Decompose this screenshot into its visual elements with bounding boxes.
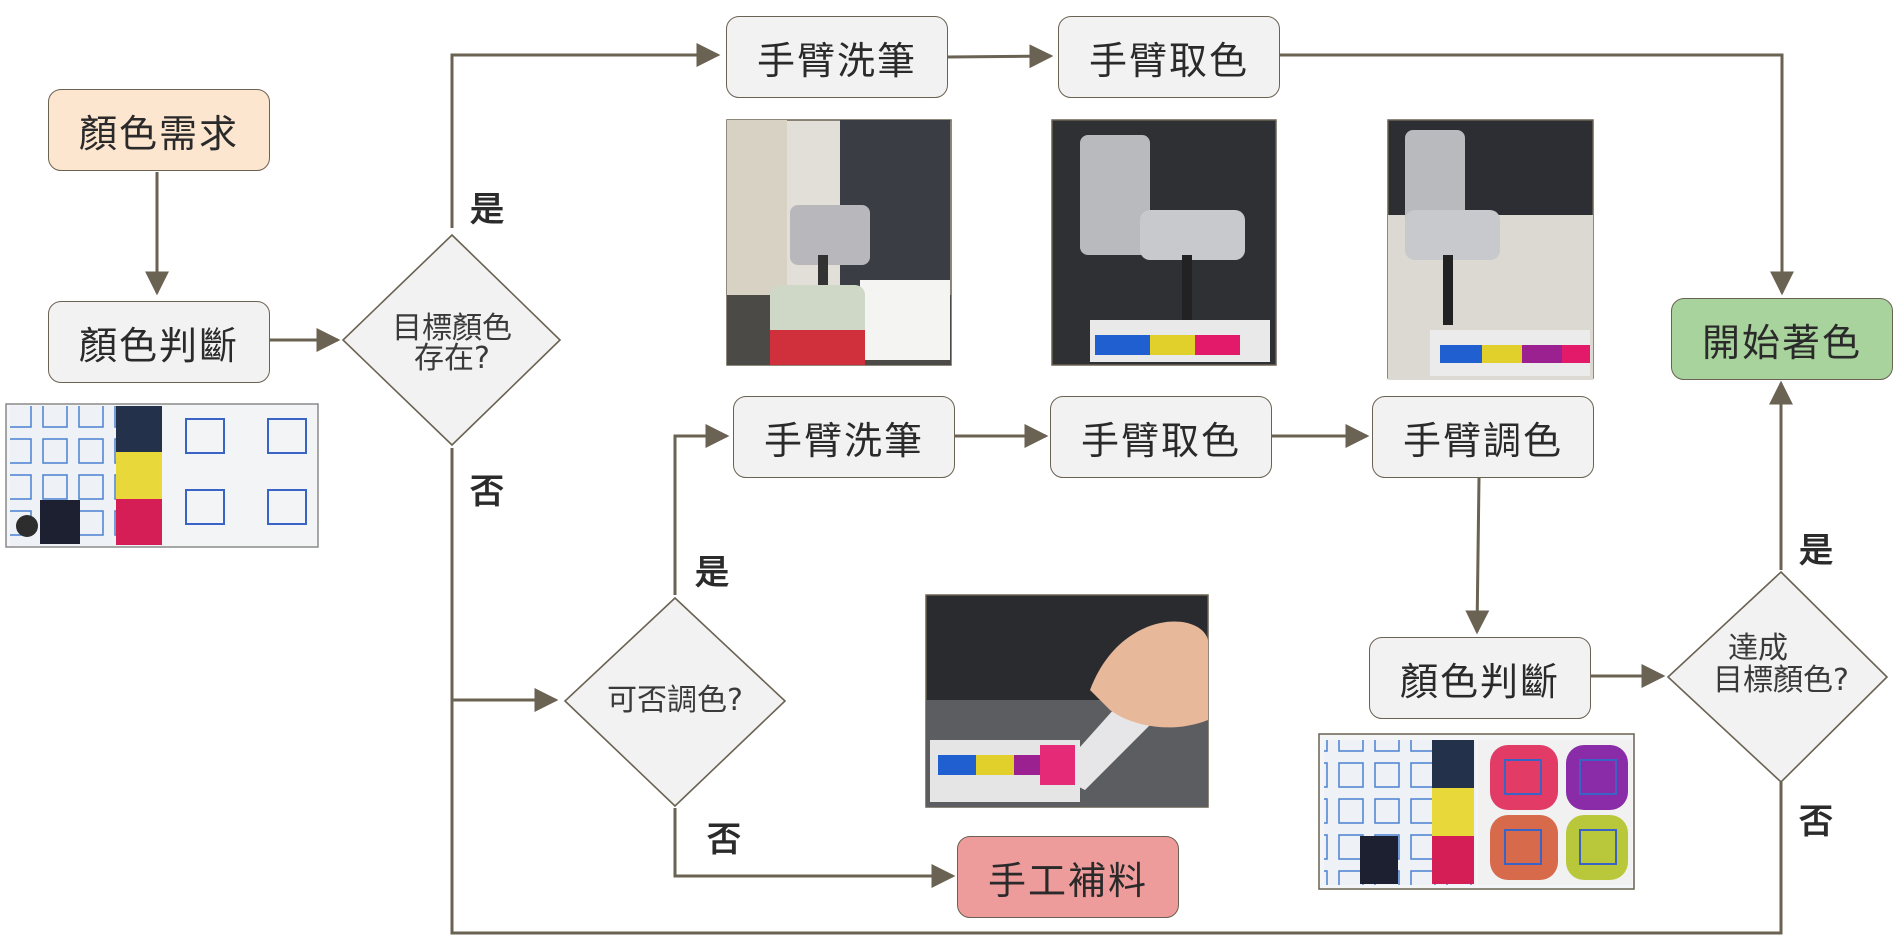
decision-reach-target-line-1: 達成	[1728, 631, 1788, 666]
node-take-mid: 手臂取色	[1050, 396, 1272, 478]
node-color-demand: 顏色需求	[48, 89, 270, 171]
node-wash-mid: 手臂洗筆	[733, 396, 955, 478]
decision-can-mix-label: 可否調色?	[585, 686, 765, 716]
decision-reach-target-line-2: 目標顏色?	[1713, 663, 1849, 698]
arrow-no-to-manual	[673, 808, 956, 888]
node-wash-top: 手臂洗筆	[726, 16, 948, 98]
decision-reach-target	[1666, 570, 1889, 784]
palette-mixed-result-image	[1318, 733, 1635, 890]
label-no-3: 否	[1799, 802, 1833, 842]
decision-can-mix	[563, 596, 787, 808]
robot-arm-mixing-paint-photo	[1387, 119, 1594, 380]
arrow-take-top-to-start	[1277, 53, 1794, 296]
node-start-coloring: 開始著色	[1671, 298, 1893, 380]
hand-refilling-paint-photo	[925, 594, 1209, 808]
arrow-yes-to-wash-mid	[673, 424, 730, 595]
label-yes-3: 是	[1799, 531, 1833, 571]
label-yes-2: 是	[695, 553, 729, 593]
robot-arm-taking-paint-photo	[1051, 119, 1277, 366]
decision-can-mix-line-1: 可否調色?	[607, 683, 743, 718]
arrow-yes-to-wash-top	[450, 43, 721, 228]
decision-target-exists-line-1: 目標顏色	[392, 311, 512, 346]
arrow-wash-to-take-top	[946, 44, 1054, 69]
node-take-top: 手臂取色	[1058, 16, 1280, 98]
label-no-1: 否	[470, 472, 504, 512]
decision-target-exists-label: 目標顏色 存在?	[372, 314, 532, 374]
robot-arm-washing-brush-photo	[726, 119, 952, 366]
node-manual-refill: 手工補料	[957, 836, 1179, 918]
node-mix-mid: 手臂調色	[1372, 396, 1594, 478]
node-color-judge-1: 顏色判斷	[48, 301, 270, 383]
decision-target-exists-line-2: 存在?	[414, 341, 490, 376]
palette-grid-image-1	[5, 403, 319, 548]
arrow-mix-to-judge-2	[1465, 477, 1490, 635]
node-color-judge-2: 顏色判斷	[1369, 637, 1591, 719]
label-no-2: 否	[707, 820, 741, 860]
line-reach-no-loop	[450, 700, 1783, 935]
label-yes-1: 是	[470, 190, 504, 230]
decision-target-exists	[341, 233, 562, 447]
decision-reach-target-label: 達成 目標顏色?	[1688, 633, 1874, 697]
